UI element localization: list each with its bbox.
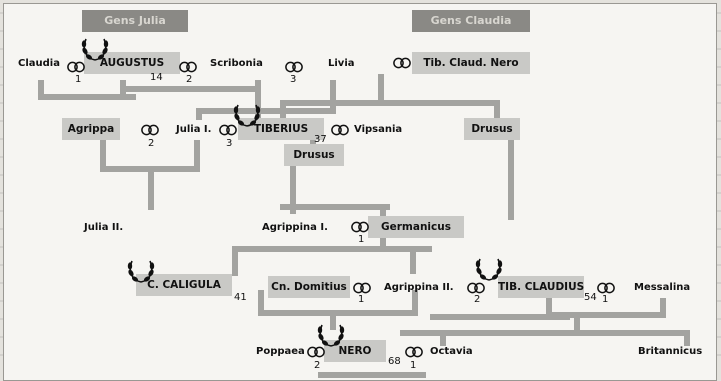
rings-icon	[67, 61, 85, 73]
reign-end-year: 68	[388, 356, 401, 367]
rings-icon	[467, 282, 485, 294]
header-gens-claudia: Gens Claudia	[412, 10, 530, 32]
person-nero: NERO	[324, 340, 386, 362]
rings-icon	[307, 346, 325, 358]
rings-icon	[353, 282, 371, 294]
person-scribonia: Scribonia	[210, 58, 263, 69]
person-agrippina-2: Agrippina II.	[384, 282, 454, 293]
reign-end-year: 54	[584, 292, 597, 303]
person-germanicus: Germanicus	[368, 216, 464, 238]
reign-end-year: 14	[150, 72, 163, 83]
marriage-number: 3	[290, 74, 297, 85]
laurel-wreath-icon	[81, 38, 109, 61]
marriage-number: 1	[602, 294, 609, 305]
person-tib-claudius: TIB. CLAUDIUS	[498, 276, 584, 298]
laurel-wreath-icon	[127, 260, 155, 283]
marriage-number: 2	[314, 360, 321, 371]
person-julia-2: Julia II.	[84, 222, 124, 233]
reign-end-year: 41	[234, 292, 247, 303]
marriage-number: 1	[358, 234, 365, 245]
person-vipsania: Vipsania	[354, 124, 403, 135]
person-tiberius: TIBERIUS	[238, 118, 324, 140]
person-agrippa: Agrippa	[62, 118, 120, 140]
person-poppaea: Poppaea	[256, 346, 305, 357]
person-drusus-claudia-line: Drusus	[464, 118, 520, 140]
rings-icon	[331, 124, 349, 136]
person-octavia: Octavia	[430, 346, 473, 357]
rings-icon	[219, 124, 237, 136]
person-livia: Livia	[328, 58, 355, 69]
person-britannicus: Britannicus	[638, 346, 703, 357]
person-cn-domitius: Cn. Domitius	[268, 276, 350, 298]
rings-icon	[393, 57, 411, 69]
person-drusus-son-of-tiberius: Drusus	[284, 144, 344, 166]
person-tib-claud-nero: Tib. Claud. Nero	[412, 52, 530, 74]
marriage-number: 1	[358, 294, 365, 305]
marriage-number: 2	[474, 294, 481, 305]
reign-end-year: 37	[314, 134, 327, 145]
marriage-number: 3	[226, 138, 233, 149]
rings-icon	[597, 282, 615, 294]
rings-icon	[285, 61, 303, 73]
person-agrippina-1: Agrippina I.	[262, 222, 328, 233]
laurel-wreath-icon	[317, 324, 345, 347]
laurel-wreath-icon	[475, 258, 503, 281]
rings-icon	[179, 61, 197, 73]
marriage-number: 2	[148, 138, 155, 149]
marriage-number: 2	[186, 74, 193, 85]
rings-icon	[141, 124, 159, 136]
marriage-number: 1	[410, 360, 417, 371]
person-claudia: Claudia	[18, 58, 60, 69]
person-augustus: AUGUSTUS	[84, 52, 180, 74]
person-julia-1: Julia I.	[176, 124, 212, 135]
person-messalina: Messalina	[634, 282, 691, 293]
rings-icon	[405, 346, 423, 358]
person-caligula: C. CALIGULA	[136, 274, 232, 296]
rings-icon	[351, 221, 369, 233]
header-gens-julia: Gens Julia	[82, 10, 188, 32]
marriage-number: 1	[75, 74, 82, 85]
laurel-wreath-icon	[233, 104, 261, 127]
